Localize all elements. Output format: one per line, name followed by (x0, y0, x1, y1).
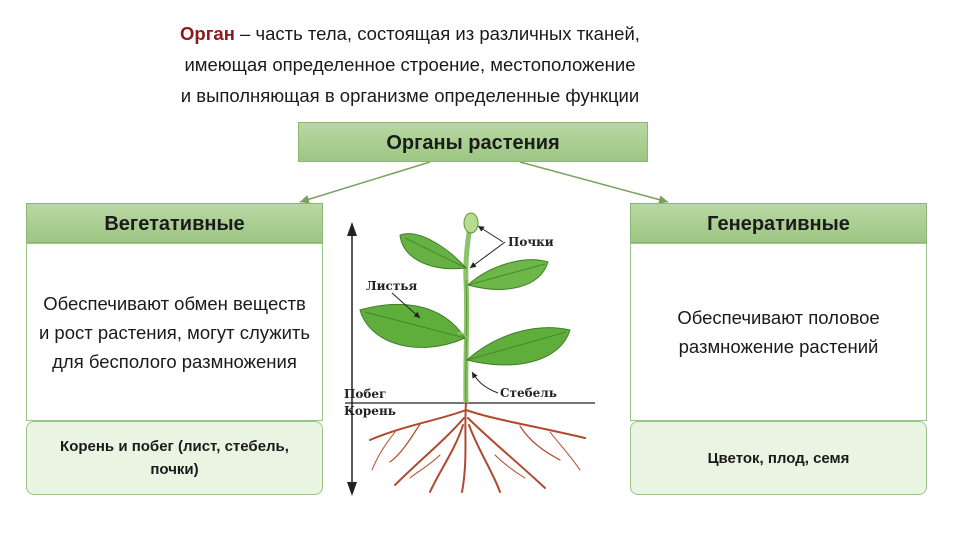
top-bud (463, 212, 479, 234)
definition-line3: и выполняющая в организме определенные ф… (180, 85, 640, 106)
vegetative-title: Вегетативные (26, 203, 323, 243)
generative-organs-text: Цветок, плод, семя (707, 449, 850, 467)
leaf-right-lower (465, 327, 571, 366)
generative-description: Обеспечивают половое размножение растени… (630, 243, 927, 421)
label-shoot: Побег (344, 387, 386, 401)
vegetative-description: Обеспечивают обмен веществ и рост растен… (26, 243, 323, 421)
plant-organs-title: Органы растения (298, 122, 648, 162)
vegetative-organs-text: Корень и побег (лист, стебель, почки) (60, 438, 289, 478)
generative-description-text: Обеспечивают половое размножение растени… (677, 307, 880, 357)
definition-line1: – часть тела, состоящая из различных тка… (234, 23, 640, 44)
generative-organs: Цветок, плод, семя (630, 421, 927, 495)
connector-arrows (299, 161, 669, 204)
vegetative-organs: Корень и побег (лист, стебель, почки) (26, 421, 323, 495)
label-root: Корень (344, 404, 396, 418)
leaf-left-upper (399, 233, 468, 270)
leaf-left-lower (359, 303, 466, 348)
leaf-right-upper (466, 259, 549, 290)
definition-term: Орган (180, 23, 235, 44)
label-buds: Почки (508, 235, 554, 249)
roots (369, 402, 586, 493)
definition-line2: имеющая определенное строение, местополо… (184, 54, 636, 75)
generative-title: Генеративные (630, 203, 927, 243)
vegetative-description-text: Обеспечивают обмен веществ и рост растен… (38, 292, 311, 372)
plant-illustration: Почки Листья Стебель Побег Корень (344, 212, 595, 496)
definition-text: Орган – часть тела, состоящая из различн… (120, 18, 700, 111)
label-leaves: Листья (366, 279, 417, 293)
label-stem: Стебель (500, 386, 557, 400)
